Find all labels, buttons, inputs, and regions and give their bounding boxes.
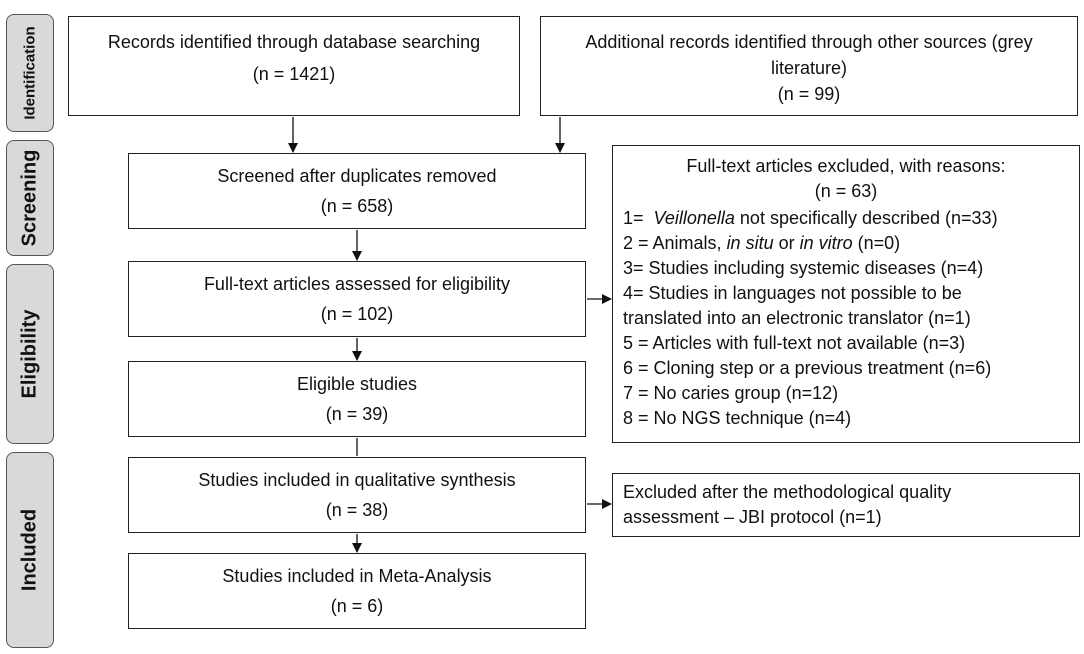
box-title: Screened after duplicates removed (217, 166, 497, 186)
box-title: Records identified through database sear… (107, 32, 481, 52)
database-records-box: Records identified through database sear… (68, 16, 520, 116)
reason-2-italic2: in vitro (799, 233, 853, 253)
box-title-line2: literature) (770, 58, 848, 78)
reason-2: 2 = Animals, in situ or in vitro (n=0) (623, 231, 1079, 256)
box-count: (n = 6) (330, 596, 384, 616)
phase-included: Included (6, 452, 54, 648)
reason-4: 4= Studies in languages not possible to … (623, 283, 962, 303)
reason-2-mid: or (773, 233, 800, 253)
reason-2-italic: in situ (726, 233, 774, 253)
reason-7: 7 = No caries group (n=12) (623, 383, 839, 403)
reason-6: 6 = Cloning step or a previous treatment… (623, 358, 992, 378)
quality-excluded-line2: assessment – JBI protocol (n=1) (623, 507, 882, 527)
box-title: Studies included in qualitative synthesi… (198, 470, 516, 490)
box-title: Eligible studies (296, 374, 418, 394)
reason-1-suffix: not specifically described (n=33) (734, 208, 998, 228)
phase-identification: Identification (6, 14, 54, 132)
reason-5: 5 = Articles with full-text not availabl… (623, 333, 966, 353)
reason-1-prefix: 1= (623, 208, 654, 228)
phase-screening: Screening (6, 140, 54, 256)
box-count: (n = 102) (320, 304, 394, 324)
fulltext-excluded-box: Full-text articles excluded, with reason… (612, 145, 1080, 443)
box-count: (n = 38) (325, 500, 389, 520)
reason-4-continued: translated into an electronic translator… (623, 308, 971, 328)
box-count: (n = 658) (320, 196, 394, 216)
quality-excluded-line1: Excluded after the methodological qualit… (623, 482, 952, 502)
box-title-line1: Additional records identified through ot… (585, 32, 1033, 52)
box-title: Studies included in Meta-Analysis (222, 566, 492, 586)
screened-box: Screened after duplicates removed (n = 6… (128, 153, 586, 229)
box-count: (n = 1421) (252, 64, 336, 84)
reason-2-prefix: 2 = Animals, (623, 233, 727, 253)
meta-analysis-box: Studies included in Meta-Analysis (n = 6… (128, 553, 586, 629)
quality-excluded-box: Excluded after the methodological qualit… (612, 473, 1080, 537)
reason-1-italic: Veillonella (653, 208, 735, 228)
box-count: (n = 39) (325, 404, 389, 424)
fulltext-assessed-box: Full-text articles assessed for eligibil… (128, 261, 586, 337)
reason-1: 1= Veillonella not specifically describe… (623, 206, 1079, 231)
reason-8: 8 = No NGS technique (n=4) (623, 408, 852, 428)
qualitative-synthesis-box: Studies included in qualitative synthesi… (128, 457, 586, 533)
box-title: Full-text articles assessed for eligibil… (203, 274, 511, 294)
box-count: (n = 99) (777, 84, 841, 104)
phase-eligibility: Eligibility (6, 264, 54, 444)
reason-2-suffix: (n=0) (852, 233, 901, 253)
other-sources-box: Additional records identified through ot… (540, 16, 1078, 116)
excluded-title: Full-text articles excluded, with reason… (686, 156, 1006, 176)
eligible-studies-box: Eligible studies (n = 39) (128, 361, 586, 437)
reason-3: 3= Studies including systemic diseases (… (623, 258, 984, 278)
excluded-count: (n = 63) (814, 181, 878, 201)
